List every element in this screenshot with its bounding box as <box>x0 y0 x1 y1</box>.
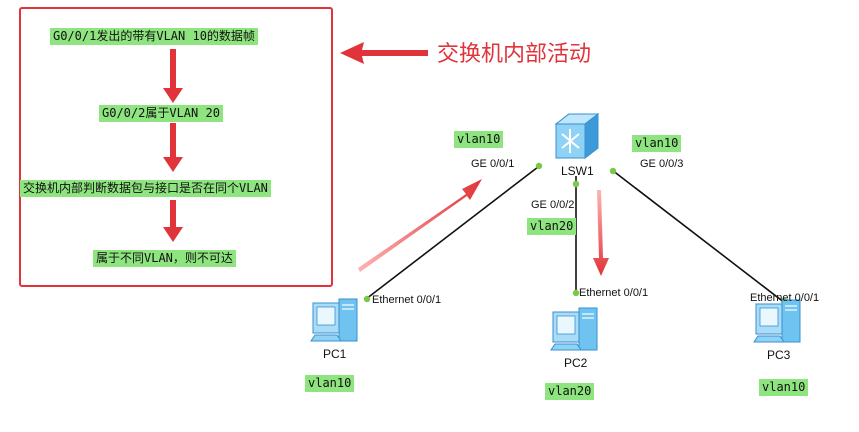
port-dot-g3 <box>609 167 617 175</box>
port-dot-pc1 <box>363 295 371 303</box>
pc3-icon <box>753 299 801 343</box>
pc2-vlan-badge: vlan20 <box>545 383 595 400</box>
callout-label: 交换机内部活动 <box>437 42 592 67</box>
flow-arrow-2 <box>163 123 183 172</box>
port-label-g2: GE 0/0/2 <box>531 199 575 211</box>
pc2-port-label: Ethernet 0/0/1 <box>579 287 649 299</box>
port-dot-g1 <box>535 162 543 170</box>
switch-icon <box>554 112 600 160</box>
callout-arrow <box>340 42 428 64</box>
pc1-vlan-badge: vlan10 <box>305 375 355 392</box>
flow-arrow-3 <box>163 200 183 242</box>
vlan-badge-g1: vlan10 <box>454 131 504 148</box>
step-2-label: G0/0/2属于VLAN 20 <box>99 105 223 122</box>
traffic-arrow-switch-to-pc2 <box>593 190 609 276</box>
pc2-icon <box>550 307 598 351</box>
pc1-name: PC1 <box>323 347 347 361</box>
flow-arrow-1 <box>163 49 183 103</box>
pc3-name: PC3 <box>767 348 791 362</box>
vlan-badge-g2: vlan20 <box>527 218 577 235</box>
pc2-name: PC2 <box>564 356 588 370</box>
vlan-badge-g3: vlan10 <box>632 135 682 152</box>
link-pc1-lsw1 <box>365 166 539 300</box>
pc1-icon <box>310 298 358 342</box>
step-1-label: G0/0/1发出的带有VLAN 10的数据帧 <box>50 28 258 45</box>
process-panel <box>19 7 333 287</box>
traffic-arrow-pc1-to-switch <box>358 179 482 272</box>
port-label-g3: GE 0/0/3 <box>640 158 684 170</box>
pc1-port-label: Ethernet 0/0/1 <box>372 294 442 306</box>
step-3-label: 交换机内部判断数据包与接口是否在同个VLAN <box>20 180 271 197</box>
switch-name: LSW1 <box>561 164 594 178</box>
port-dot-g2 <box>572 180 580 188</box>
link-pc3-lsw1 <box>611 169 786 304</box>
port-dot-pc2 <box>572 289 580 297</box>
step-4-label: 属于不同VLAN，则不可达 <box>93 250 236 267</box>
pc3-port-label: Ethernet 0/0/1 <box>750 292 820 304</box>
pc3-vlan-badge: vlan10 <box>759 379 809 396</box>
port-label-g1: GE 0/0/1 <box>471 158 515 170</box>
